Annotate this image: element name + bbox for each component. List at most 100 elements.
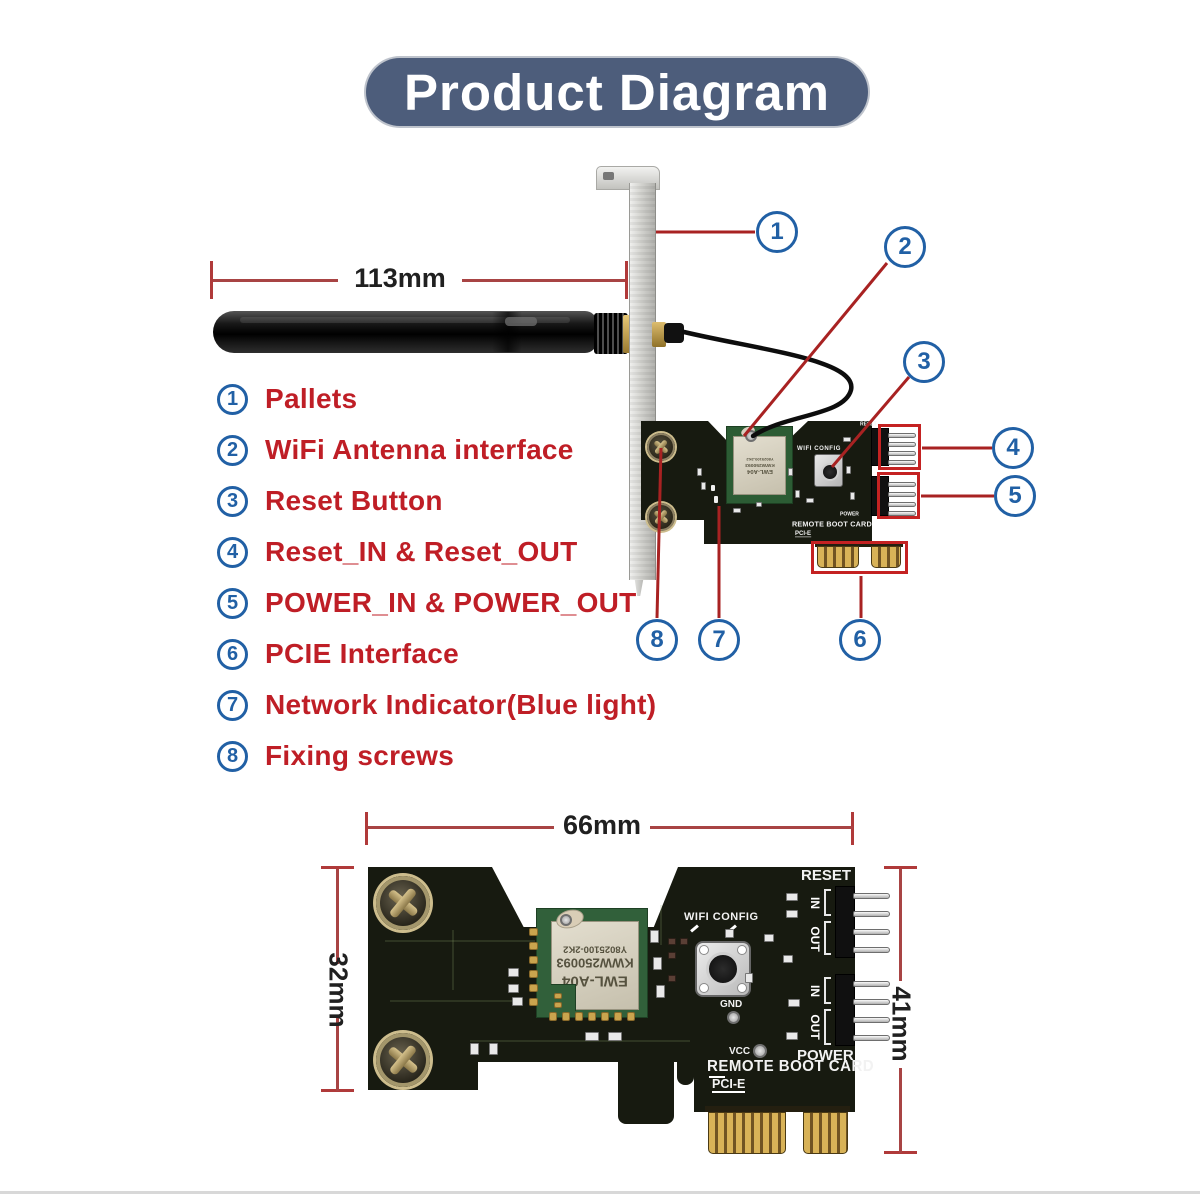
dim-41-label: 41mm (886, 986, 917, 1062)
power-in-label: IN (808, 985, 822, 997)
title-banner: Product Diagram (366, 58, 868, 126)
dim-113-label: 113mm (354, 263, 446, 293)
legend-num-5: 5 (217, 587, 248, 619)
callout-2: 2 (884, 226, 926, 268)
legend-num-8: 8 (217, 740, 248, 772)
dim-32-tick-top (321, 866, 354, 869)
smd-component (786, 1032, 798, 1040)
shield-cutout (551, 984, 576, 1011)
power-header-highlight-box (877, 472, 920, 519)
dim-41-line-bottom (899, 1068, 902, 1153)
fixing-screw-bottom-1 (376, 876, 430, 930)
bracket-mark (824, 977, 831, 1004)
smd-component (756, 502, 762, 507)
fixing-screw-bottom-2 (376, 1033, 430, 1087)
fixing-screw-top-1 (647, 433, 675, 461)
callout-5: 5 (994, 475, 1036, 517)
module-pad (529, 928, 538, 936)
reset-header-highlight-box (878, 424, 921, 470)
wifi-config-button (695, 941, 751, 997)
legend-num-1: 1 (217, 383, 248, 415)
smd-component (786, 893, 798, 901)
smd-component (843, 437, 851, 442)
pcie-edge-root-bottom (705, 1106, 850, 1112)
power-header-bottom (835, 974, 855, 1046)
legend-item-6: 6 PCIE Interface (217, 637, 459, 671)
legend-label-7: Network Indicator(Blue light) (265, 689, 657, 720)
fixing-screw-top-2 (647, 503, 675, 531)
legend-item-7: 7 Network Indicator(Blue light) (217, 688, 656, 722)
page-title: Product Diagram (404, 63, 830, 121)
gnd-pad (727, 1011, 740, 1024)
callout-6: 6 (839, 619, 881, 661)
legend-item-1: 1 Pallets (217, 382, 357, 416)
module-pad (529, 998, 538, 1006)
smd-component (653, 957, 662, 970)
wifi-config-label-bottom: WIFI CONFIG (684, 911, 759, 923)
header-pin (853, 929, 890, 935)
module-pad (627, 1012, 635, 1021)
vcc-label: VCC (729, 1046, 751, 1057)
legend-num-4: 4 (217, 536, 248, 568)
antenna-highlight (240, 317, 570, 323)
header-pin (853, 1017, 890, 1023)
bottom-pcb-right-block (694, 1062, 855, 1112)
module-pad (575, 1012, 583, 1021)
module-pad (562, 1012, 570, 1021)
sma-thread-tip (652, 322, 666, 347)
pcie-overline (709, 1076, 725, 1078)
module-pad (549, 1012, 557, 1021)
vcc-pad (753, 1044, 767, 1058)
ufl-antenna-connector-top (745, 430, 757, 442)
remote-boot-card-label-top: REMOTE BOOT CARD (792, 520, 872, 529)
legend-num-2: 2 (217, 434, 248, 466)
dim-66-label: 66mm (562, 810, 642, 840)
remote-boot-card-label: REMOTE BOOT CARD (707, 1058, 875, 1075)
smd-component (764, 934, 774, 942)
header-pin (888, 511, 916, 516)
callout-3: 3 (903, 341, 945, 383)
reset-in-label: IN (808, 897, 822, 909)
pcie-gold-fingers-short-top (871, 546, 901, 568)
smd-component (745, 973, 753, 983)
legend-label-3: Reset Button (265, 485, 443, 516)
dim-113-line-right (462, 279, 625, 282)
pcie-label: PCI-E (712, 1077, 746, 1093)
smd-component (608, 1032, 622, 1041)
pcb-trace (470, 1040, 690, 1042)
smd-component (846, 466, 851, 474)
module-pad (601, 1012, 609, 1021)
callout-4: 4 (992, 427, 1034, 469)
silkscreen-dot (711, 485, 715, 491)
smd-resistor (668, 975, 676, 982)
module-pad (529, 956, 538, 964)
smd-resistor (668, 952, 676, 959)
header-pin (853, 947, 890, 953)
header-pin (853, 999, 890, 1005)
legend-label-5: POWER_IN & POWER_OUT (265, 587, 637, 618)
pcie-edge-root-top (815, 543, 903, 547)
pcb-trace (660, 905, 662, 945)
dim-41-tick-top (884, 866, 917, 869)
module-model-top: EWL-A04 (746, 468, 773, 475)
smd-component (850, 492, 855, 500)
dim-32-label: 32mm (323, 952, 354, 1028)
smd-component (508, 968, 519, 977)
bottom-pcb-tab (618, 1062, 674, 1124)
legend-num-7: 7 (217, 689, 248, 721)
legend-label-4: Reset_IN & Reset_OUT (265, 536, 578, 567)
module-serial: KWW250093 (556, 955, 634, 971)
wifi-config-label-top-wrap: WIFI CONFIG (797, 443, 841, 453)
pigtail-connector (664, 323, 684, 343)
smd-component (788, 468, 793, 476)
smd-resistor (668, 938, 676, 945)
legend-item-8: 8 Fixing screws (217, 739, 454, 773)
smd-component (788, 999, 800, 1007)
power-label-top: POWER (840, 511, 859, 518)
reset-button-top (814, 454, 843, 487)
smd-component (512, 997, 523, 1006)
module-pad (529, 970, 538, 978)
legend-num-3: 3 (217, 485, 248, 517)
legend-item-5: 5 POWER_IN & POWER_OUT (217, 586, 637, 620)
